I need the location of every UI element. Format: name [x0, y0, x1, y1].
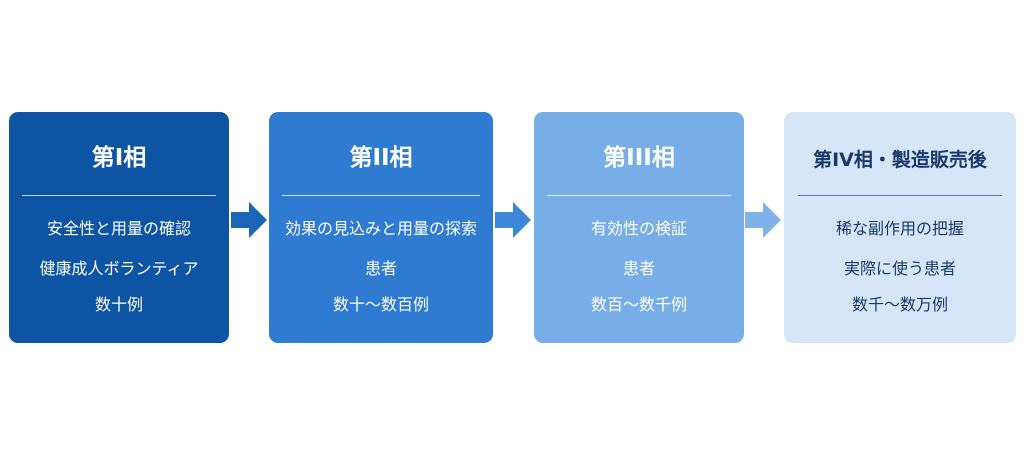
phase-4-divider: [798, 195, 1002, 196]
phase-4-box: 第IV相・製造販売後 稀な副作用の把握 実際に使う患者 数千～数万例: [784, 112, 1016, 343]
phase-4-subjects: 実際に使う患者: [843, 259, 956, 278]
phase-1-subjects: 健康成人ボランティア: [39, 259, 199, 278]
phase-2-purpose: 効果の見込みと用量の探索: [284, 219, 477, 238]
phase-2-box: 第II相 効果の見込みと用量の探索 患者 数十～数百例: [269, 112, 493, 343]
phase-2-divider: [282, 195, 480, 196]
phase-2-subjects: 患者: [364, 259, 397, 278]
phase-3-divider: [547, 195, 731, 196]
arrow-right-icon: [231, 200, 267, 240]
phase-4-purpose: 稀な副作用の把握: [835, 219, 964, 238]
phase-4-title: 第IV相・製造販売後: [813, 149, 987, 171]
phase-1-box: 第I相 安全性と用量の確認 健康成人ボランティア 数十例: [9, 112, 229, 343]
phase-1-title: 第I相: [91, 145, 147, 171]
phase-1-purpose: 安全性と用量の確認: [46, 219, 191, 238]
phase-3-title: 第III相: [603, 145, 675, 171]
phase-4-size: 数千～数万例: [851, 295, 948, 314]
arrow-right-icon: [495, 200, 531, 240]
phase-2-title: 第II相: [349, 145, 413, 171]
phase-3-size: 数百～数千例: [590, 295, 687, 314]
phase-2-size: 数十～数百例: [332, 295, 429, 314]
phase-1-size: 数十例: [94, 295, 143, 314]
phase-3-box: 第III相 有効性の検証 患者 数百～数千例: [534, 112, 744, 343]
arrow-right-icon: [745, 200, 781, 240]
phase-3-subjects: 患者: [622, 259, 655, 278]
phase-3-purpose: 有効性の検証: [590, 219, 687, 238]
phase-1-divider: [22, 195, 216, 196]
